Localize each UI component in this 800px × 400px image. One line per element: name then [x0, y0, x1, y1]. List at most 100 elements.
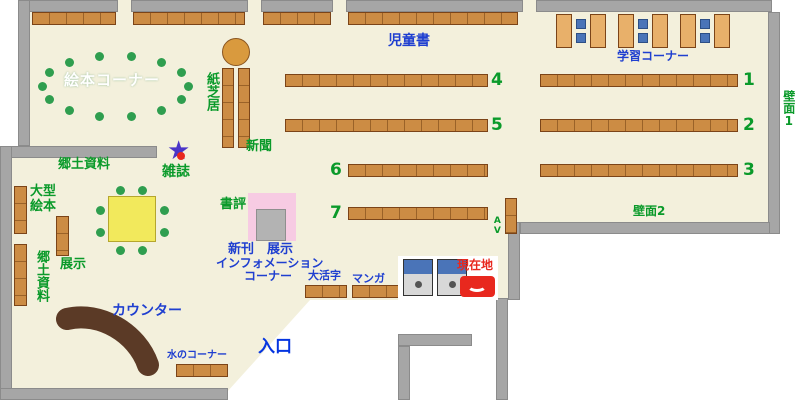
label-local-materials-top: 郷土資料 [58, 157, 111, 172]
exhibit-display-block [256, 209, 286, 241]
study-desk [714, 14, 730, 48]
bookshelf [32, 12, 116, 25]
wall-lobby-left [398, 346, 410, 400]
seat-dot [45, 95, 54, 104]
seat-dot [65, 58, 74, 67]
chair [700, 19, 710, 29]
manga-shelf [352, 285, 400, 298]
label-magazines: 雑誌 [162, 164, 190, 180]
kamishibai-shelf [238, 68, 250, 148]
kamishibai-shelf [222, 68, 234, 148]
label-picture-book-corner: 絵本コーナー [64, 71, 161, 89]
local-materials-shelf [14, 244, 27, 306]
bookshelf-row3 [540, 164, 738, 177]
seat-dot [138, 246, 147, 255]
wall-divider [10, 146, 157, 158]
label-large-print: 大活字 [308, 269, 341, 282]
seat-dot [45, 68, 54, 77]
label-wall-face-2: 壁面2 [633, 204, 666, 218]
wall-lobby-right [496, 298, 508, 400]
bookshelf-row5 [285, 119, 488, 132]
star-center-dot-icon [177, 152, 185, 160]
wall-lobby-top [398, 334, 472, 346]
label-study-corner: 学習コーナー [617, 49, 690, 63]
label-kamishibai: 紙芝居 [203, 72, 219, 111]
machine-button-icon [449, 281, 456, 288]
chair [576, 19, 586, 29]
bookshelf [263, 12, 331, 25]
bookshelf-row1 [540, 74, 738, 87]
bookshelf-row4 [285, 74, 488, 87]
seat-dot [127, 52, 136, 61]
wall-left-lower [0, 146, 12, 392]
wall-left-upper [18, 0, 30, 146]
study-desk [590, 14, 606, 48]
wall-top-2 [131, 0, 248, 12]
label-counter: カウンター [112, 303, 182, 319]
wall-bottom-right [520, 222, 770, 234]
study-desk [652, 14, 668, 48]
exhibit-shelf [56, 216, 69, 256]
label-new-books-exhibit: 新刊 展示 [228, 242, 294, 257]
seat-dot [157, 106, 166, 115]
round-table [222, 38, 250, 66]
seat-dot [96, 228, 105, 237]
label-manga: マンガ [352, 272, 385, 285]
av-shelf [505, 198, 517, 234]
reading-table [108, 196, 156, 242]
wall-right [768, 12, 780, 234]
seat-dot [177, 68, 186, 77]
label-children-books: 児童書 [388, 33, 430, 49]
seat-dot [138, 186, 147, 195]
location-arc-icon [467, 279, 487, 292]
bookshelf-row7 [348, 207, 488, 220]
label-exhibit: 展示 [60, 257, 87, 272]
shelf-number-2: 2 [743, 115, 755, 135]
label-book-review: 書評 [220, 197, 247, 212]
seat-dot [116, 246, 125, 255]
current-location-marker [460, 276, 495, 297]
vending-machine [403, 259, 433, 296]
label-current-location: 現在地 [457, 258, 494, 272]
chair [638, 33, 648, 43]
study-desk [556, 14, 572, 48]
bookshelf-row2 [540, 119, 738, 132]
shelf-number-4: 4 [491, 70, 503, 90]
star-marker-icon: ★ [167, 136, 191, 166]
study-desk [680, 14, 696, 48]
machine-button-icon [415, 281, 422, 288]
seat-dot [95, 52, 104, 61]
water-corner-shelf [176, 364, 228, 377]
seat-dot [160, 206, 169, 215]
wall-top-3 [261, 0, 333, 12]
label-newspaper: 新聞 [246, 139, 273, 154]
label-wall-face-1: 壁面1 [781, 90, 796, 128]
large-print-shelf [305, 285, 347, 298]
shelf-number-3: 3 [743, 160, 755, 180]
wall-bottom-left [0, 388, 228, 400]
seat-dot [157, 58, 166, 67]
label-entrance: 入口 [258, 337, 292, 357]
chair [638, 19, 648, 29]
seat-dot [184, 82, 193, 91]
bookshelf [133, 12, 245, 25]
label-av: AV [492, 216, 503, 236]
seat-dot [177, 95, 186, 104]
seat-dot [127, 112, 136, 121]
counter-desk [56, 306, 159, 376]
label-information-line1: インフォメーション [216, 256, 324, 270]
shelf-number-6: 6 [330, 160, 342, 180]
label-information-line2: コーナー [244, 269, 293, 283]
shelf-number-1: 1 [743, 70, 755, 90]
wall-mid-right [508, 222, 520, 300]
shelf-number-5: 5 [491, 115, 503, 135]
seat-dot [65, 106, 74, 115]
study-desk [618, 14, 634, 48]
seat-dot [116, 186, 125, 195]
chair [700, 33, 710, 43]
large-picturebook-shelf [14, 186, 27, 234]
wall-top-1 [18, 0, 118, 12]
shelf-number-7: 7 [330, 203, 342, 223]
seat-dot [96, 206, 105, 215]
